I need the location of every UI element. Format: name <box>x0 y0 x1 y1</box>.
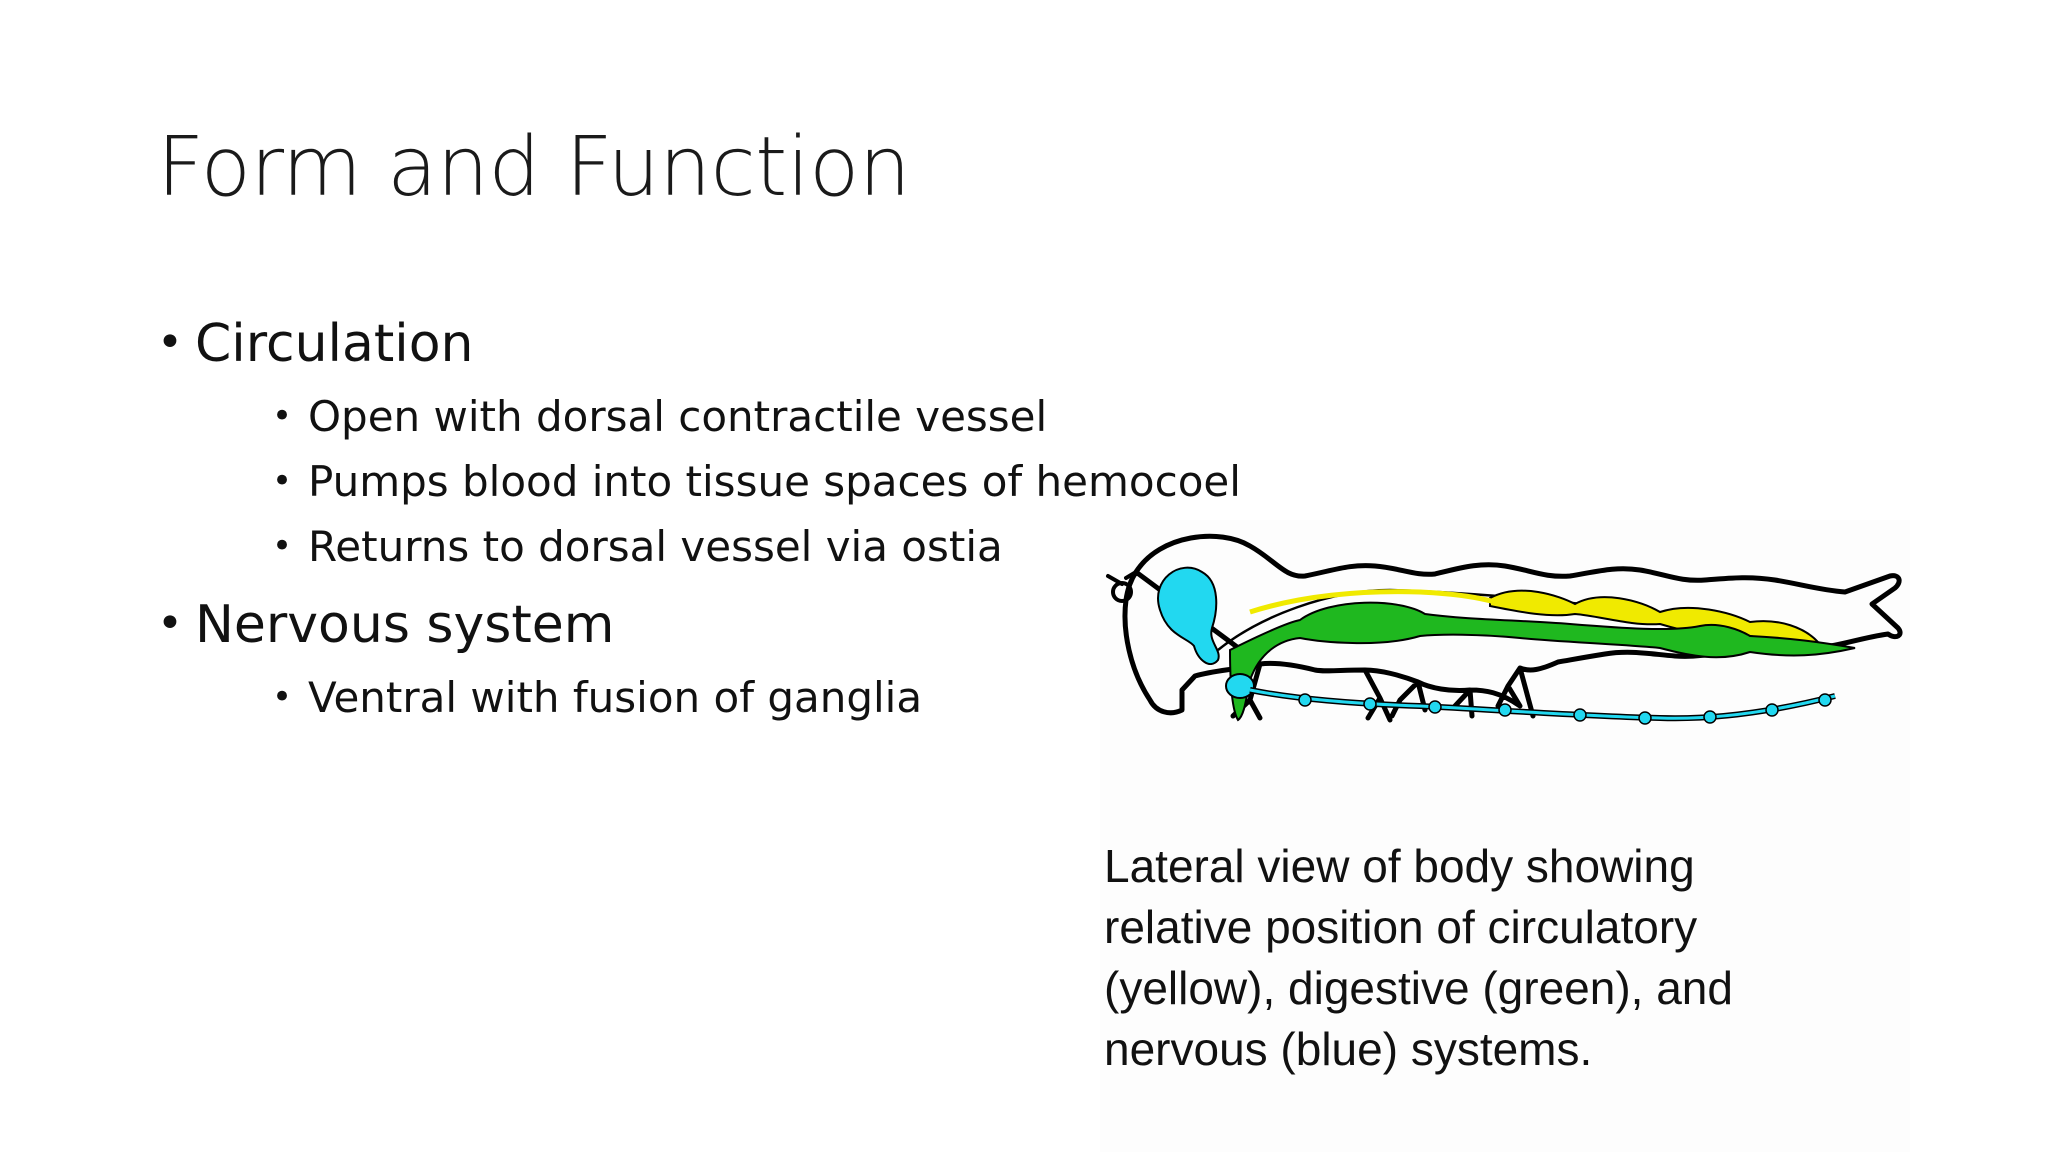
antenna <box>1106 570 1138 586</box>
ganglion-node <box>1573 708 1587 722</box>
ganglion-node <box>1428 700 1442 714</box>
figure-caption: Lateral view of body showing relative po… <box>1104 840 1733 1075</box>
sub-bullet-list: Open with dorsal contractile vessel Pump… <box>195 384 1257 579</box>
circulatory-vessel-front <box>1249 589 1496 615</box>
slide-title: Form and Function <box>157 120 911 215</box>
bullet-circulation: Circulation Open with dorsal contractile… <box>157 311 1257 579</box>
ganglion-node <box>1498 703 1512 717</box>
sub-bullet: Pumps blood into tissue spaces of hemoco… <box>272 449 1257 514</box>
lateral-body-diagram <box>1106 533 1903 725</box>
ganglion-node <box>1638 711 1652 725</box>
ganglion-node <box>1298 693 1312 707</box>
ventral-nerve-cord-fill <box>1249 688 1836 720</box>
sub-bullet-list: Ventral with fusion of ganglia <box>195 665 1257 730</box>
bullet-label: Circulation <box>195 314 474 374</box>
ganglion-node <box>1818 693 1832 707</box>
body-diagram-figure <box>1100 520 1910 1152</box>
bullet-label: Nervous system <box>195 595 615 655</box>
ganglion-node <box>1703 710 1717 724</box>
sub-bullet: Ventral with fusion of ganglia <box>272 665 1257 730</box>
bullet-nervous-system: Nervous system Ventral with fusion of ga… <box>157 592 1257 730</box>
ganglion-node <box>1765 703 1779 717</box>
sub-bullet: Returns to dorsal vessel via ostia <box>272 514 1257 579</box>
brain-ganglion <box>1157 566 1220 665</box>
digestive-tract <box>1228 601 1856 722</box>
subesophageal-ganglion <box>1225 673 1255 699</box>
ganglion-node <box>1363 697 1377 711</box>
bullet-list: Circulation Open with dorsal contractile… <box>157 311 1257 730</box>
sub-bullet: Open with dorsal contractile vessel <box>272 384 1257 449</box>
body-outline <box>1122 533 1903 723</box>
